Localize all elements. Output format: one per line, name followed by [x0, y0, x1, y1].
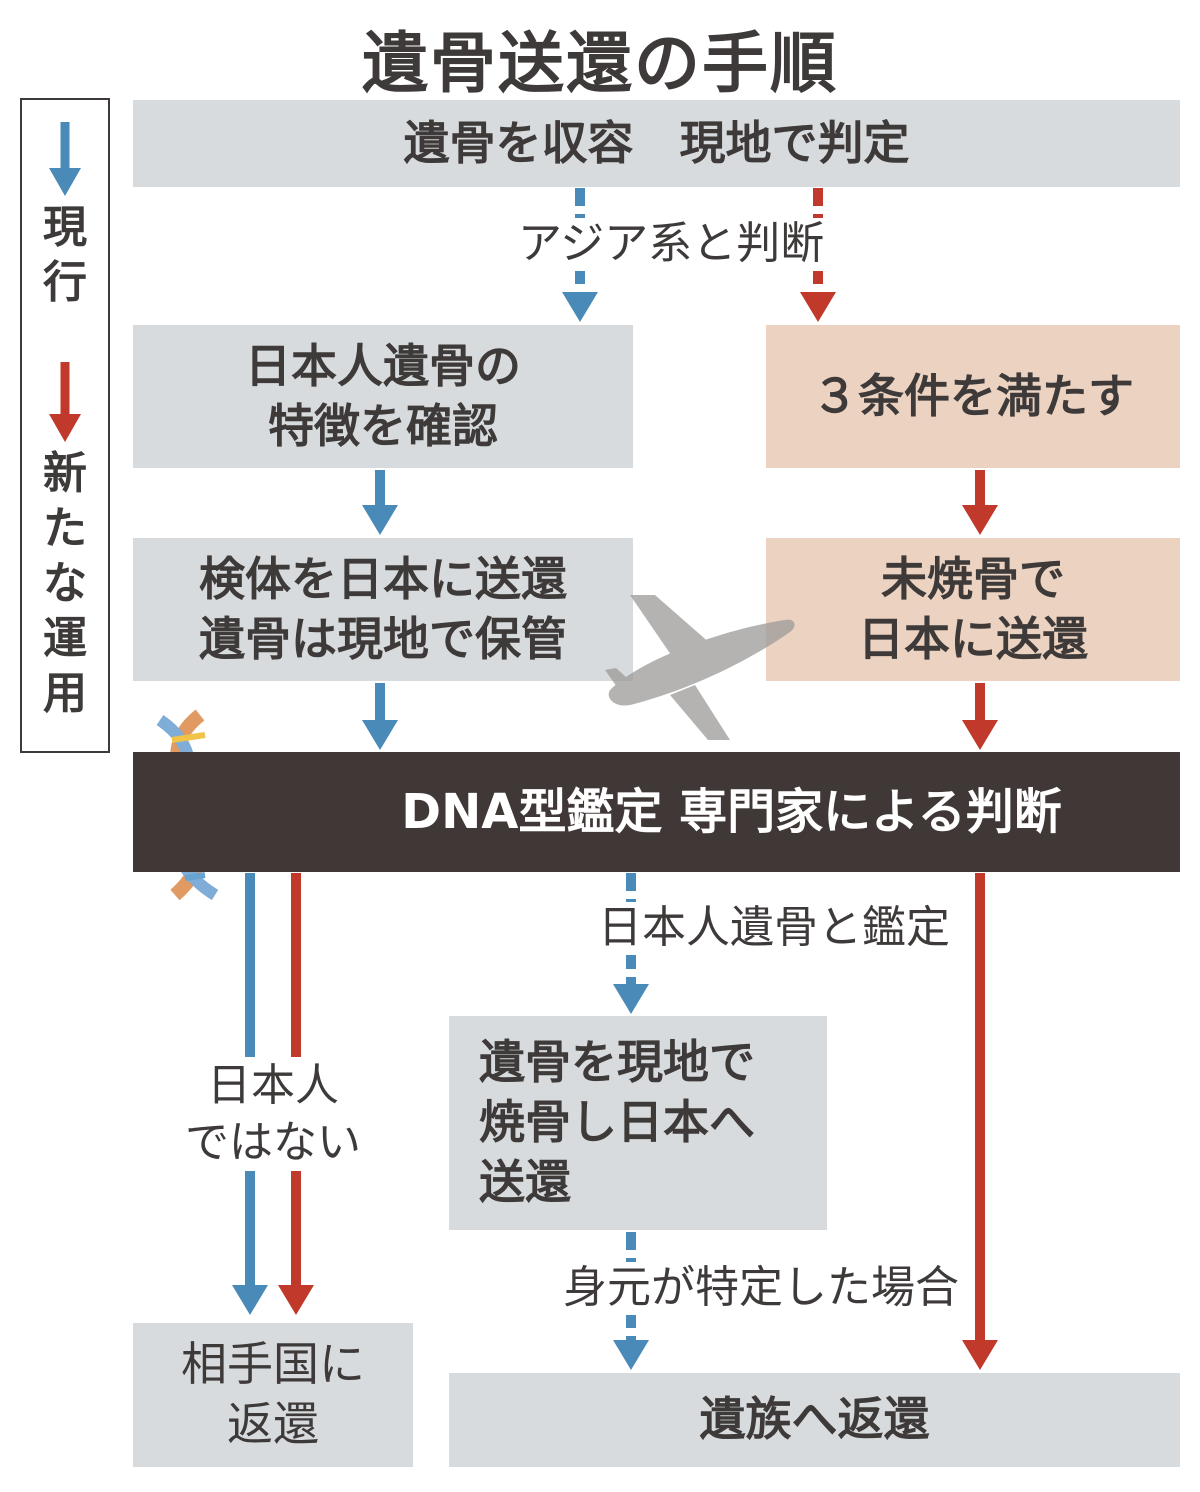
arrow-conditions-to-uncremated-head — [962, 505, 998, 535]
step-dna-test: DNA型鑑定 専門家による判断 — [133, 752, 1180, 872]
step-cremate-send: 遺骨を現地で 焼骨し日本へ 送還 — [449, 1016, 827, 1230]
legend-arrows — [49, 122, 81, 442]
legend-current-label: 現行 — [43, 202, 87, 308]
arrow-sample-to-dna-head — [362, 720, 398, 750]
legend: 現行 新たな運用 — [20, 98, 110, 753]
label-identity-found: 身元が特定した場合 — [563, 1262, 959, 1315]
arrow-features-to-sample-head — [362, 505, 398, 535]
page-title: 遺骨送還の手順 — [362, 24, 838, 102]
arrow-cremate-to-family-head — [613, 1340, 649, 1370]
legend-new-arrowhead — [49, 414, 81, 442]
step-collect: 遺骨を収容 現地で判定 — [133, 100, 1180, 187]
step-send-sample: 検体を日本に送還 遺骨は現地で保管 — [133, 538, 633, 681]
arrow-dna-to-family-new-head — [962, 1340, 998, 1370]
airplane-icon — [605, 595, 795, 740]
arrow-dna-to-cremate-head — [613, 984, 649, 1014]
arrow-collect-to-conditions-head — [800, 292, 836, 322]
arrow-uncremated-to-dna-head — [962, 720, 998, 750]
arrow-collect-to-features-head — [562, 292, 598, 322]
step-confirm-features: 日本人遺骨の 特徴を確認 — [133, 325, 633, 468]
legend-new-label: 新たな運用 — [43, 448, 87, 719]
arrow-dna-to-country-new-head — [278, 1285, 314, 1315]
step-return-family: 遺族へ返還 — [449, 1373, 1180, 1467]
step-send-uncremated: 未焼骨で 日本に送還 — [766, 538, 1180, 681]
arrow-dna-to-country-current-head — [232, 1285, 268, 1315]
step-return-country: 相手国に 返還 — [133, 1323, 413, 1467]
legend-current-arrowhead — [49, 168, 81, 196]
label-identified-japanese: 日本人遺骨と鑑定 — [598, 902, 950, 955]
label-judged-asian: アジア系と判断 — [518, 218, 825, 271]
step-meet-conditions: ３条件を満たす — [766, 325, 1180, 468]
label-not-japanese: 日本人 ではない — [185, 1057, 361, 1172]
